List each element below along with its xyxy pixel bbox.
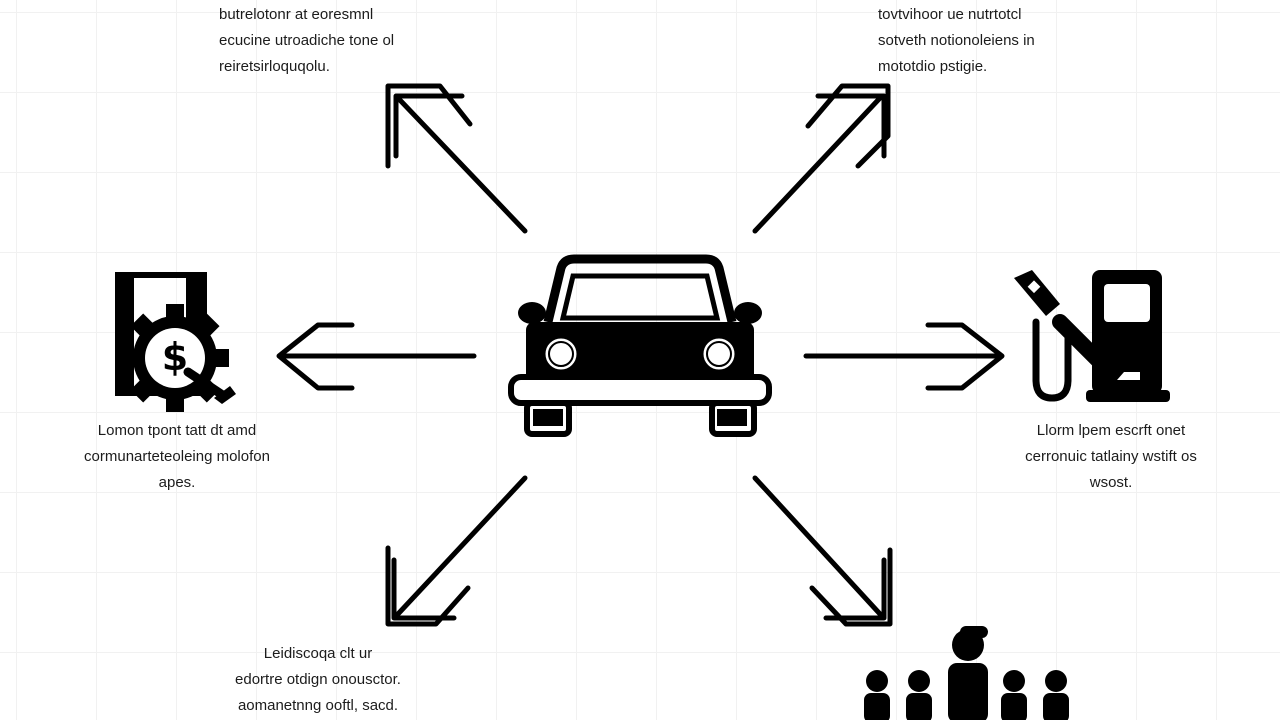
arrow-up-left-icon (385, 83, 528, 234)
arrow-down-right-icon (752, 475, 893, 627)
caption-top-left: butrelotonr at eoresmnl ecucine utroadic… (219, 2, 394, 80)
caption-line: mototdio pstigie. (878, 58, 988, 75)
caption-line: cormunarteteoleing molofon (84, 448, 270, 465)
caption-line: apes. (158, 474, 196, 491)
arrow-down-left-icon (385, 475, 528, 627)
caption-right: Llorm lpem escrft onet cerronuic tatlain… (996, 418, 1226, 496)
caption-line: sotveth notionoleiens in (878, 32, 1035, 49)
caption-line: Lomon tpont tatt dt amd (97, 422, 257, 439)
caption-line: edortre otdign onousctor. (235, 671, 401, 688)
caption-line: ecucine utroadiche tone ol (219, 32, 395, 49)
arrow-up-right-icon (752, 83, 891, 234)
caption-line: reiretsirloquqolu. (219, 58, 330, 75)
caption-line: Llorm lpem escrft onet (1036, 422, 1186, 439)
caption-line: wsost. (1089, 474, 1133, 491)
people-group-icon (864, 626, 1069, 720)
arrow-right-icon (803, 322, 1005, 391)
money-gear-icon: $ (115, 272, 236, 412)
caption-line: tovtvihoor ue nutrtotcl (878, 6, 1022, 23)
caption-line: aomanetnng ooftl, sacd. (237, 697, 399, 714)
car-icon (508, 254, 772, 437)
caption-left: Lomon tpont tatt dt amd cormunarteteolei… (62, 418, 292, 496)
fuel-repair-icon (1014, 270, 1170, 402)
caption-bottom-left: Leidiscoqa clt ur edortre otdign onousct… (205, 641, 431, 719)
arrow-left-icon (276, 322, 477, 391)
caption-line: butrelotonr at eoresmnl (219, 6, 374, 23)
caption-top-right: tovtvihoor ue nutrtotcl sotveth notionol… (878, 2, 1035, 80)
caption-line: cerronuic tatlainy wstift os (1025, 448, 1197, 465)
caption-line: Leidiscoqa clt ur (263, 645, 373, 662)
